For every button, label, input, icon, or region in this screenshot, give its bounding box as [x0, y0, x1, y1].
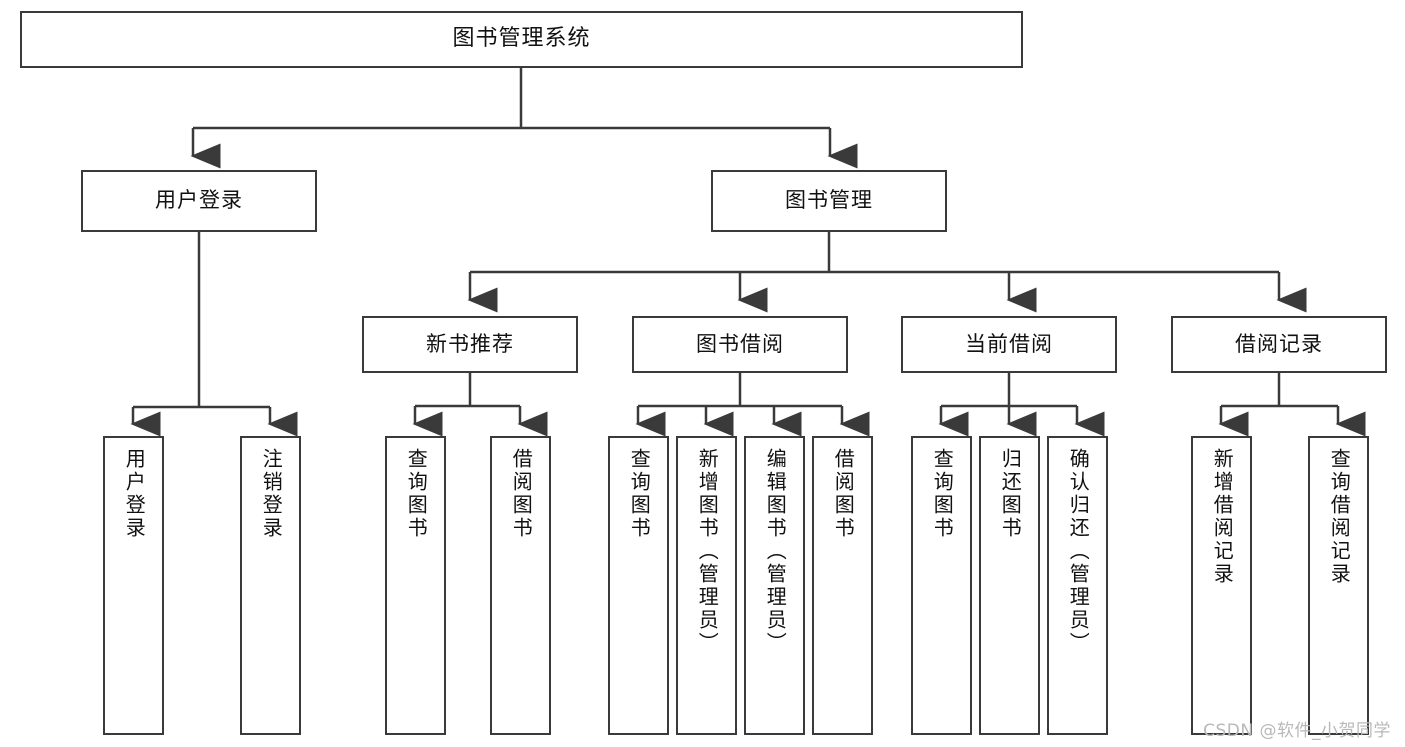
node-label: 图书借阅 [696, 331, 784, 356]
node-book-borrowing[interactable]: 图书借阅 [632, 316, 848, 373]
node-label: 借阅记录 [1235, 331, 1323, 356]
csdn-watermark: CSDN @软件_小贺同学 [1203, 721, 1391, 741]
node-label: 借阅图书 [831, 448, 856, 540]
leaf-add-borrow-record[interactable]: 新增借阅记录 [1191, 436, 1252, 735]
node-label: 图书管理 [785, 188, 873, 213]
node-label: 确认归还（管理员） [1066, 448, 1091, 655]
node-book-management[interactable]: 图书管理 [711, 170, 947, 232]
leaf-query-book-3[interactable]: 查询图书 [911, 436, 972, 735]
node-label: 新增借阅记录 [1210, 448, 1235, 586]
leaf-query-book-1[interactable]: 查询图书 [385, 436, 446, 735]
node-new-book-recommendation[interactable]: 新书推荐 [362, 316, 578, 373]
node-user-login[interactable]: 用户登录 [81, 170, 317, 232]
node-current-borrowing[interactable]: 当前借阅 [901, 316, 1117, 373]
node-label: 借阅图书 [509, 448, 534, 540]
node-label: 查询借阅记录 [1327, 448, 1352, 586]
node-label: 查询图书 [930, 448, 955, 540]
leaf-borrow-book-1[interactable]: 借阅图书 [490, 436, 551, 735]
node-label: 归还图书 [998, 448, 1023, 540]
leaf-borrow-book-2[interactable]: 借阅图书 [812, 436, 873, 735]
leaf-edit-book-admin[interactable]: 编辑图书（管理员） [744, 436, 805, 735]
node-label: 用户登录 [155, 188, 243, 213]
node-label: 查询图书 [404, 448, 429, 540]
node-label: 新书推荐 [426, 331, 514, 356]
node-label: 查询图书 [627, 448, 652, 540]
node-label: 用户登录 [122, 448, 147, 540]
node-borrowing-records[interactable]: 借阅记录 [1171, 316, 1387, 373]
leaf-confirm-return-admin[interactable]: 确认归还（管理员） [1047, 436, 1108, 735]
node-label: 注销登录 [259, 448, 284, 540]
node-root-book-management-system[interactable]: 图书管理系统 [20, 11, 1023, 68]
node-label: 当前借阅 [965, 331, 1053, 356]
leaf-query-borrow-record[interactable]: 查询借阅记录 [1308, 436, 1369, 735]
node-label: 新增图书（管理员） [695, 448, 720, 655]
leaf-logout[interactable]: 注销登录 [240, 436, 301, 735]
node-label: 编辑图书（管理员） [763, 448, 788, 655]
leaf-user-login[interactable]: 用户登录 [103, 436, 164, 735]
leaf-return-book[interactable]: 归还图书 [979, 436, 1040, 735]
node-label: 图书管理系统 [452, 26, 591, 52]
leaf-add-book-admin[interactable]: 新增图书（管理员） [676, 436, 737, 735]
leaf-query-book-2[interactable]: 查询图书 [608, 436, 669, 735]
